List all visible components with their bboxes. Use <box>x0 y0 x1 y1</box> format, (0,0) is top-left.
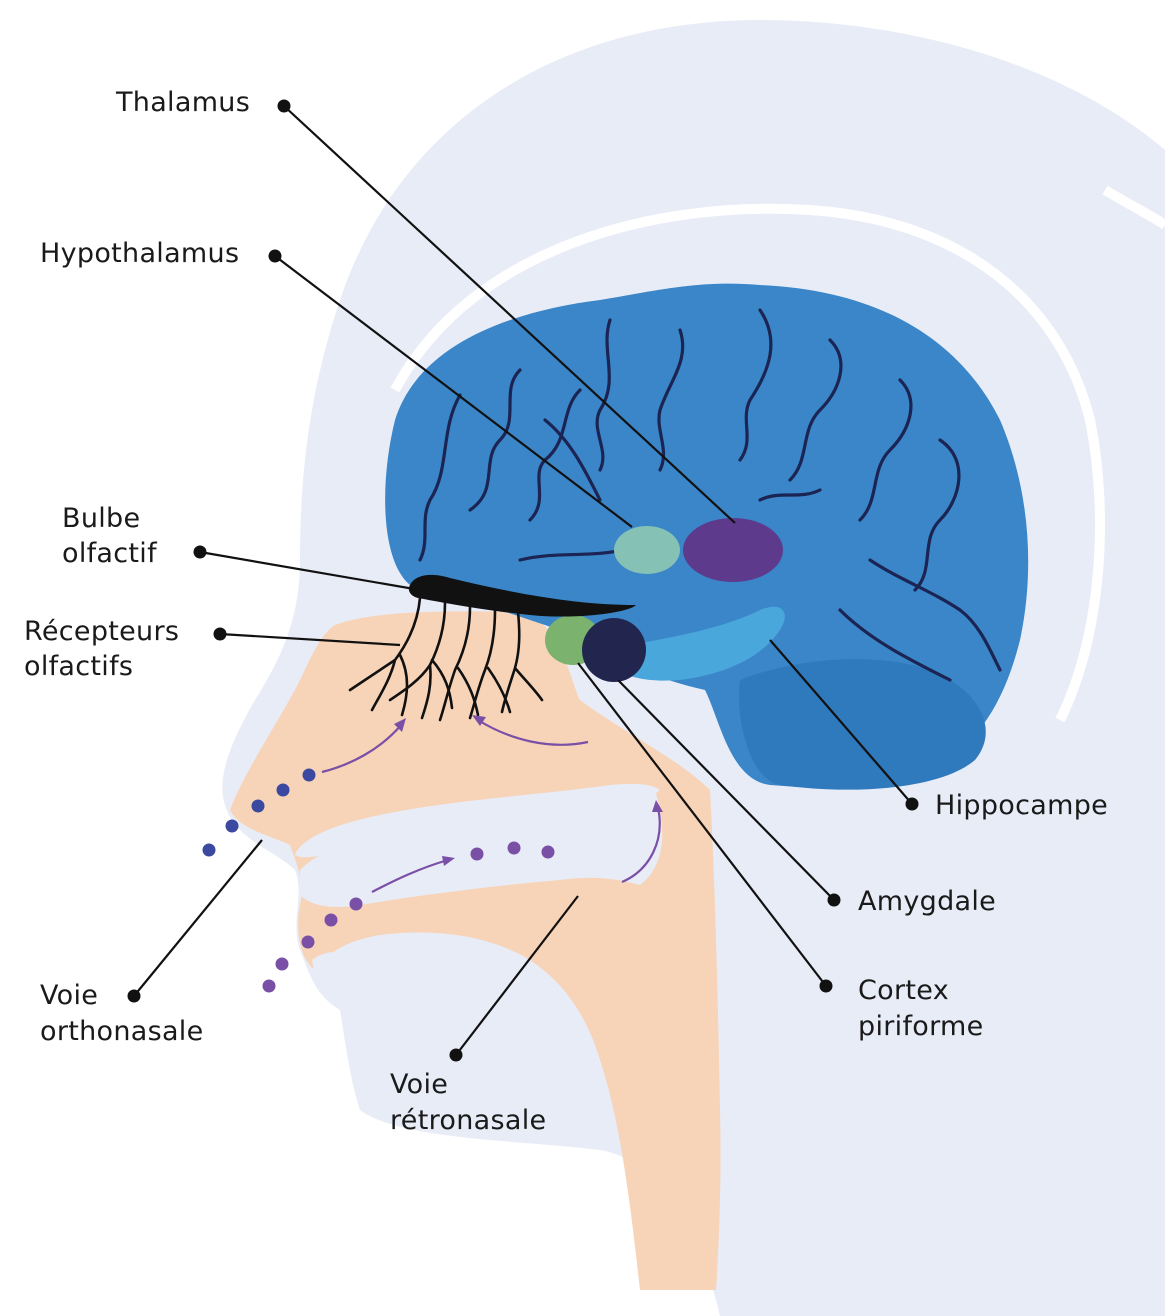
label-bulbe-2: olfactif <box>62 538 158 569</box>
orthonasal-dot <box>202 843 216 857</box>
orthonasal-dot <box>276 783 290 797</box>
retronasal-arrowhead-2 <box>652 800 663 812</box>
retronasal-dot <box>349 897 363 911</box>
hippocampe-leader <box>769 639 913 805</box>
label-cortex-1: Cortex <box>858 975 949 1006</box>
bulbe-leader <box>199 550 421 592</box>
nasal-cavity <box>230 611 721 1290</box>
receptor-fiber-3 <box>438 605 480 722</box>
retronasal-arrowhead-1 <box>442 856 455 866</box>
cortex-leader-dot <box>819 979 833 993</box>
labels: Thalamus Hypothalamus Bulbe olfactif Réc… <box>24 87 1108 1136</box>
recepteurs-leader <box>219 632 401 647</box>
amygdale-shape <box>582 618 646 682</box>
retronasal-flow <box>262 800 663 993</box>
orthonasale-leader-dot <box>127 989 141 1003</box>
thalamus-leader-dot <box>277 99 291 113</box>
recepteurs-leader-dot <box>213 627 227 641</box>
retronasal-arrow-1 <box>371 858 449 893</box>
amygdale-leader <box>617 679 835 901</box>
sulcus-13 <box>758 488 822 502</box>
label-bulbe-1: Bulbe <box>62 503 140 534</box>
sulcus-5 <box>595 318 612 472</box>
sulcus-9 <box>858 378 913 522</box>
retronasale-leader-dot <box>449 1048 463 1062</box>
retronasal-dot <box>262 979 276 993</box>
lip-notch <box>312 952 350 978</box>
sulcus-7 <box>738 308 773 462</box>
hippocampe-shape <box>600 606 785 681</box>
thalamus-shape <box>683 518 783 582</box>
hippocampe-leader-dot <box>905 797 919 811</box>
cerebellum-area <box>739 659 986 790</box>
tongue-gap <box>295 783 660 858</box>
receptor-fiber-5 <box>500 610 544 714</box>
sulcus-10 <box>913 438 961 592</box>
sulcus-11 <box>868 558 1002 672</box>
nasal-cavity-shape <box>230 611 721 1290</box>
sulcus-12 <box>838 608 952 682</box>
hypothalamus-leader <box>274 255 633 528</box>
label-retronasale-2: rétronasale <box>390 1105 546 1136</box>
orthonasal-flow <box>202 715 589 857</box>
orthonasal-dot <box>225 819 239 833</box>
orthonasal-dot <box>302 768 316 782</box>
sulcus-8 <box>788 338 843 482</box>
olfactory-system <box>348 574 636 722</box>
sulcus-4 <box>543 418 602 502</box>
uvula <box>628 905 654 950</box>
retronasal-dot <box>541 845 555 859</box>
retro-up-arrow <box>477 719 589 746</box>
label-orthonasale-2: orthonasale <box>40 1016 204 1047</box>
retro-up-arrowhead <box>472 715 486 726</box>
bulbe-leader-dot <box>193 545 207 559</box>
label-recepteurs-1: Récepteurs <box>24 616 179 647</box>
label-thalamus: Thalamus <box>115 87 250 118</box>
retronasal-dot <box>275 957 289 971</box>
label-hippocampe: Hippocampe <box>935 790 1108 821</box>
thalamus-leader <box>283 105 736 524</box>
orthonasal-arrow <box>321 723 403 774</box>
label-hypothalamus: Hypothalamus <box>40 238 239 269</box>
skull-outline <box>390 203 1105 723</box>
amygdale-leader-dot <box>827 893 841 907</box>
orthonasale-leader <box>133 839 263 997</box>
sulcus-1 <box>418 393 462 562</box>
retronasal-dot <box>301 935 315 949</box>
leader-lines <box>127 99 919 1062</box>
label-cortex-2: piriforme <box>858 1011 984 1042</box>
back-of-head-line <box>1102 185 1165 230</box>
retronasal-arrow-2 <box>621 807 661 884</box>
retronasal-dot <box>470 847 484 861</box>
label-retronasale-1: Voie <box>390 1069 448 1100</box>
receptor-fiber-2 <box>388 601 454 720</box>
retronasale-leader <box>455 895 579 1056</box>
orthonasal-arrowhead <box>394 718 406 732</box>
receptor-fiber-4 <box>468 608 512 720</box>
hypothalamus-leader-dot <box>268 249 282 263</box>
palate <box>300 790 663 907</box>
bulbe-olfactif-shape <box>408 574 636 617</box>
sulcus-2 <box>468 368 522 512</box>
retronasal-dot <box>324 913 338 927</box>
label-amygdale: Amygdale <box>858 886 996 917</box>
label-orthonasale-1: Voie <box>40 980 98 1011</box>
receptor-fiber-1 <box>348 596 422 717</box>
sulcus-6 <box>657 328 685 472</box>
retronasal-dot <box>507 841 521 855</box>
orthonasal-dot <box>251 799 265 813</box>
cortex-leader <box>577 662 827 987</box>
limbic-structures <box>545 518 785 682</box>
hypothalamus-shape <box>614 526 680 574</box>
label-recepteurs-2: olfactifs <box>24 651 133 682</box>
